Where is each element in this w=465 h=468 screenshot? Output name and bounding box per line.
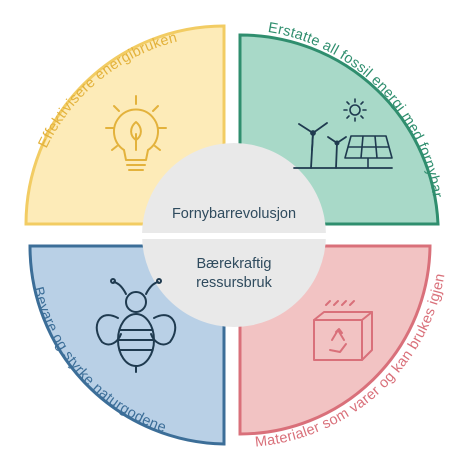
center-bottom-label-line2: ressursbruk: [196, 275, 272, 291]
lightbulb-leaf-icon: [105, 95, 167, 171]
solar-panel-icon: [344, 135, 393, 168]
recycling-box-icon: [313, 300, 373, 361]
center-bottom-label-line1: Bærekraftig: [197, 256, 272, 272]
bee-icon: [95, 278, 177, 373]
sun-icon: [343, 98, 367, 122]
wind-turbines-icon: [293, 122, 393, 169]
center-top-label: Fornybarrevolusjon: [172, 206, 296, 222]
